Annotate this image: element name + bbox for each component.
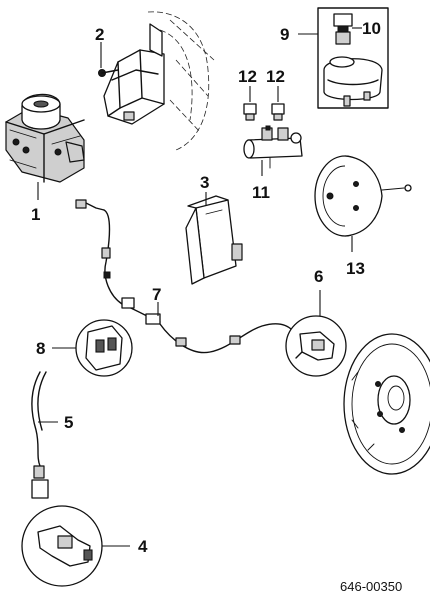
reservoir-cap-sensor xyxy=(333,13,362,45)
callout-6: 6 xyxy=(314,267,323,286)
control-module xyxy=(185,192,243,285)
callout-7: 7 xyxy=(152,285,161,304)
callout-12-left: 12 xyxy=(238,67,257,86)
fitting-right xyxy=(271,103,285,121)
callout-12-right: 12 xyxy=(266,67,285,86)
brake-booster xyxy=(314,155,412,252)
abs-hydraulic-unit xyxy=(5,93,85,200)
callout-8: 8 xyxy=(36,339,45,358)
wheel-speed-sensor-rear xyxy=(21,505,130,587)
callout-1: 1 xyxy=(31,205,40,224)
callout-13: 13 xyxy=(346,259,365,278)
callout-5: 5 xyxy=(64,413,73,432)
callout-10: 10 xyxy=(362,19,381,38)
fitting-left xyxy=(243,103,257,121)
reservoir-frame xyxy=(298,7,389,109)
master-cylinder xyxy=(243,125,303,176)
fluid-reservoir xyxy=(323,56,383,107)
callout-4: 4 xyxy=(138,537,148,556)
callout-9: 9 xyxy=(280,25,289,44)
callout-11: 11 xyxy=(252,183,270,202)
diagram-number: 646-00350 xyxy=(340,579,402,594)
sensor-lead xyxy=(31,371,58,499)
wiring-harness xyxy=(75,199,293,354)
callout-2: 2 xyxy=(95,25,104,44)
callout-3: 3 xyxy=(200,173,209,192)
wheel-speed-sensor-front xyxy=(285,290,347,377)
brake-rotor xyxy=(343,333,430,475)
bracket xyxy=(98,11,215,151)
harness-connector xyxy=(52,319,133,377)
